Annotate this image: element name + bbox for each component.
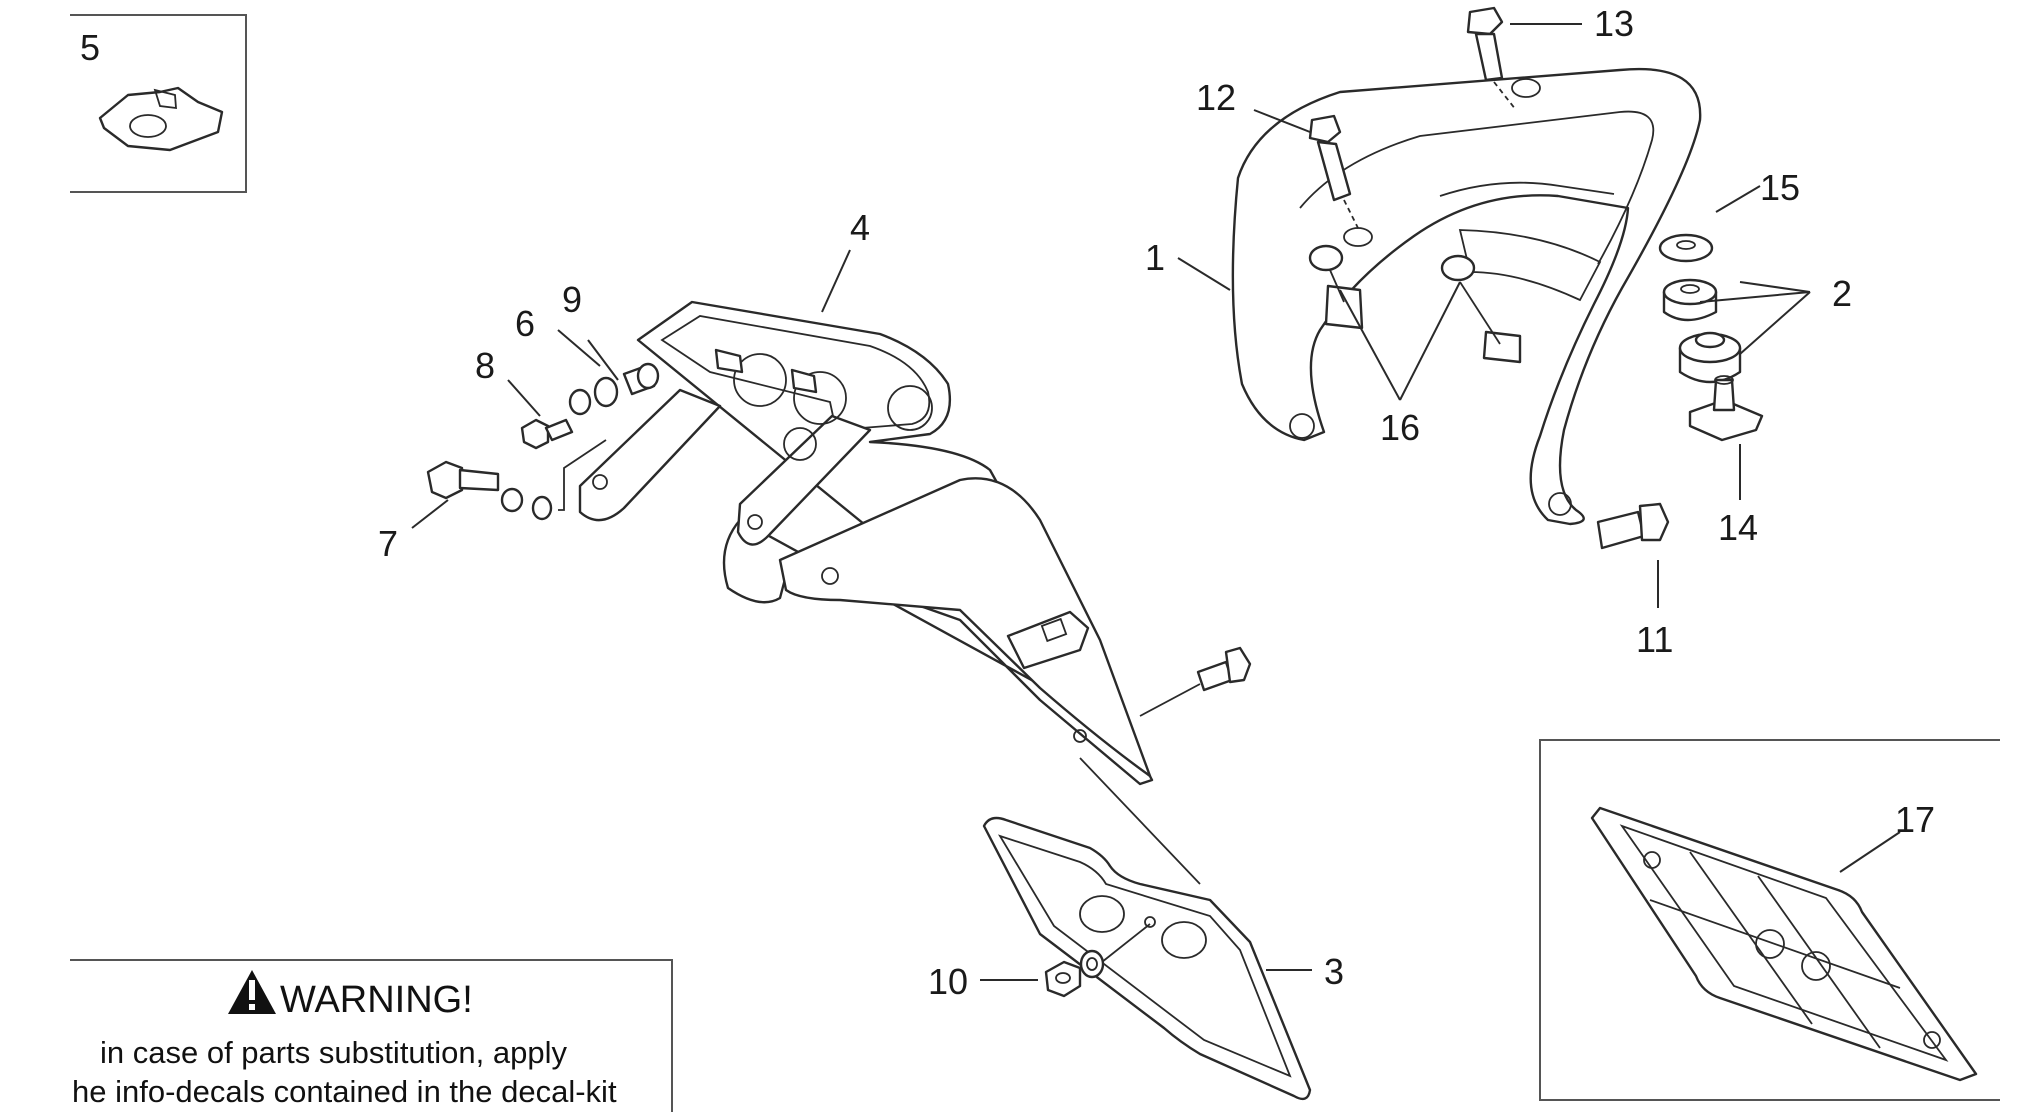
- callout-9: 9: [562, 279, 582, 320]
- reflector-bracket-part: [982, 816, 1312, 1101]
- washer-15: [1658, 233, 1714, 263]
- rubber-bush-2-upper: [1662, 278, 1718, 322]
- leader-lines: [411, 23, 1811, 981]
- callout-4: 4: [850, 207, 870, 248]
- spacer-9: [622, 362, 660, 396]
- washer-6: [568, 376, 619, 416]
- callout-13: 13: [1594, 3, 1634, 44]
- license-plate-part: [1590, 806, 1978, 1082]
- callout-8: 8: [475, 345, 495, 386]
- washers-7: [500, 487, 553, 521]
- screw-11: [1596, 502, 1670, 550]
- screw-7: [426, 460, 500, 500]
- warning-triangle-icon: [228, 970, 276, 1014]
- screw-13: [1466, 6, 1517, 111]
- grab-rail-part: [1231, 67, 1702, 526]
- buffer-16-right: [1440, 254, 1522, 364]
- callout-16: 16: [1380, 407, 1420, 448]
- callout-12: 12: [1196, 77, 1236, 118]
- nut-10: [1044, 960, 1082, 998]
- callout-3: 3: [1324, 951, 1344, 992]
- warning-line-2: he info-decals contained in the decal-ki…: [72, 1074, 617, 1109]
- screw-plate: [1196, 646, 1252, 692]
- callout-15: 15: [1760, 167, 1800, 208]
- warning-line-1: in case of parts substitution, apply: [100, 1035, 567, 1070]
- spacer-14: [1688, 375, 1764, 442]
- warning-title: WARNING!: [280, 979, 473, 1021]
- callout-6: 6: [515, 303, 535, 344]
- callout-1: 1: [1145, 237, 1165, 278]
- inset-box-17: 17: [1539, 739, 2000, 1101]
- callout-14: 14: [1718, 507, 1758, 548]
- screw-8: [520, 418, 574, 450]
- callout-7: 7: [378, 523, 398, 564]
- warning-box: WARNING! in case of parts substitution, …: [70, 959, 673, 1112]
- spring-clip-part: [98, 86, 224, 152]
- callout-2: 2: [1832, 273, 1852, 314]
- buffer-16-left: [1308, 244, 1364, 330]
- washer-10: [1079, 949, 1105, 979]
- screw-12: [1308, 114, 1361, 233]
- plate-holder-part: [578, 300, 1154, 786]
- callout-5: 5: [80, 27, 100, 68]
- callout-11: 11: [1636, 619, 1673, 660]
- inset-box-5: 5: [70, 14, 247, 193]
- callout-10: 10: [928, 961, 968, 1002]
- callout-17: 17: [1895, 799, 1935, 840]
- rubber-bush-2-lower: [1678, 331, 1742, 384]
